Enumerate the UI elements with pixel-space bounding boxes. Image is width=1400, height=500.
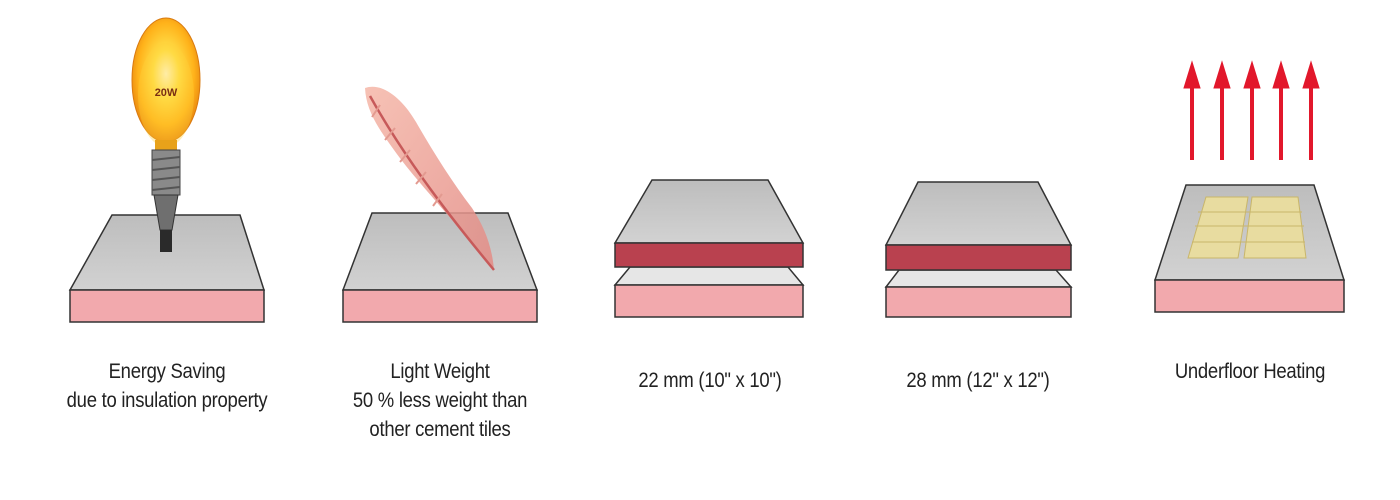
stacked-tiles-22mm [613,179,805,318]
energy-saving-tile [68,214,266,323]
caption-line: Energy Saving [108,360,226,383]
caption-line: Underfloor Heating [1174,360,1326,383]
heat-arrow-icon [1272,60,1290,160]
heat-arrows [1183,60,1320,160]
light-bulb-icon: 20W [131,17,201,252]
heat-arrow-icon [1302,60,1320,160]
caption-28mm: 28 mm (12" x 12") [872,366,1083,395]
caption-line: 22 mm (10" x 10") [638,369,782,392]
heated-tile-icon [1153,184,1346,313]
light-weight-tile [341,212,539,323]
bulb-label: 20W [155,87,178,99]
caption-energy-saving: Energy Saving due to insulation property [61,357,272,415]
feather-icon [365,86,495,271]
caption-line: Light Weight [390,360,490,383]
stacked-tiles-28mm [884,181,1073,318]
caption-line: 28 mm (12" x 12") [906,369,1050,392]
caption-line: due to insulation property [66,389,268,412]
caption-22mm: 22 mm (10" x 10") [604,366,815,395]
heat-arrow-icon [1243,60,1261,160]
heat-arrow-icon [1183,60,1201,160]
heat-arrow-icon [1213,60,1231,160]
caption-line: 50 % less weight than [352,389,528,412]
caption-underfloor-heating: Underfloor Heating [1144,357,1355,386]
heating-element [1187,196,1307,259]
caption-light-weight: Light Weight 50 % less weight than other… [334,357,545,444]
caption-line: other cement tiles [369,418,511,441]
